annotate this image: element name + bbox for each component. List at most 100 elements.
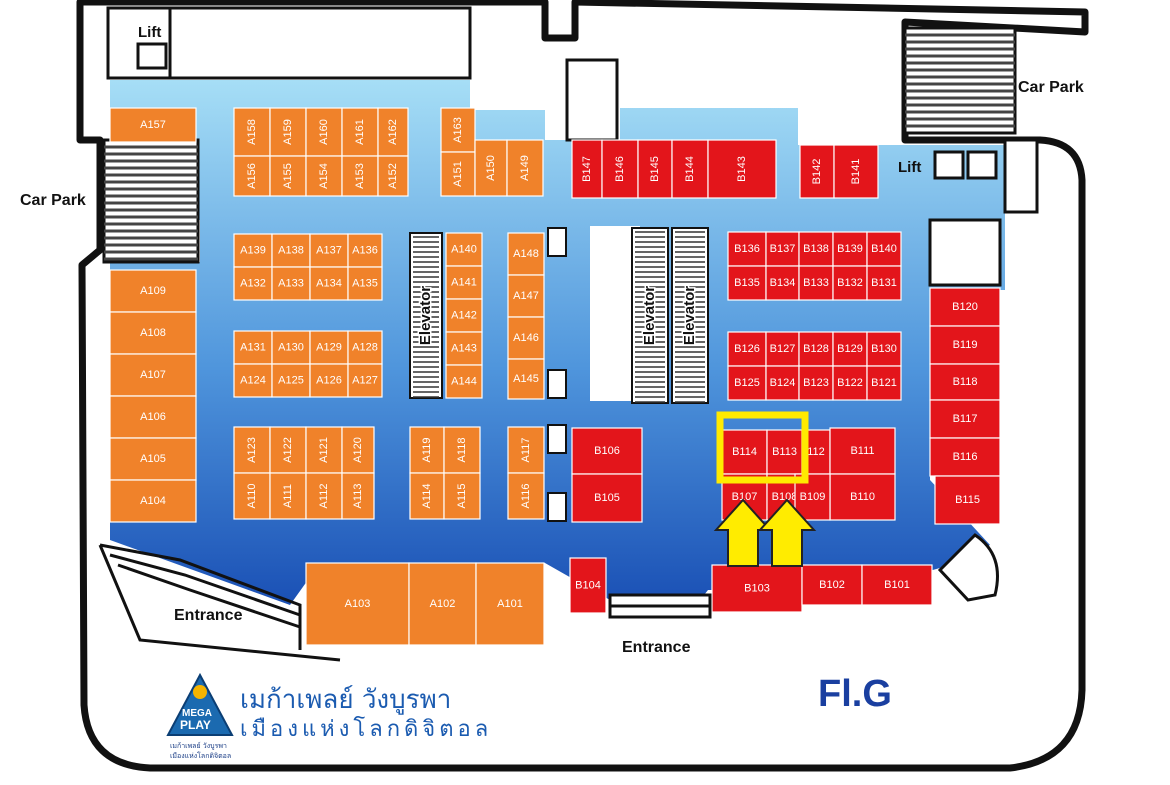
shop-a134[interactable]: A134 [309, 266, 349, 301]
shop-a124[interactable]: A124 [233, 363, 273, 398]
shop-a149[interactable]: A149 [506, 139, 544, 197]
shop-a117[interactable]: A117 [507, 426, 545, 474]
shop-a135[interactable]: A135 [347, 266, 383, 301]
shop-a123[interactable]: A123 [233, 426, 271, 474]
shop-a101[interactable]: A101 [475, 562, 545, 646]
shop-b136[interactable]: B136 [727, 231, 767, 267]
shop-a140[interactable]: A140 [445, 232, 483, 267]
shop-b144[interactable]: B144 [671, 139, 709, 199]
shop-b102[interactable]: B102 [801, 564, 863, 606]
shop-b138[interactable]: B138 [798, 231, 834, 267]
shop-a114[interactable]: A114 [409, 472, 445, 520]
shop-a111[interactable]: A111 [269, 472, 307, 520]
shop-b126[interactable]: B126 [727, 331, 767, 367]
shop-a146[interactable]: A146 [507, 316, 545, 360]
shop-b133[interactable]: B133 [798, 265, 834, 301]
shop-b110[interactable]: B110 [829, 473, 896, 521]
shop-a151[interactable]: A151 [440, 151, 476, 197]
shop-b146[interactable]: B146 [601, 139, 639, 199]
shop-a125[interactable]: A125 [271, 363, 311, 398]
shop-b119[interactable]: B119 [929, 325, 1001, 365]
shop-a152[interactable]: A152 [377, 155, 409, 197]
shop-b115[interactable]: B115 [934, 475, 1001, 525]
shop-a112[interactable]: A112 [305, 472, 343, 520]
shop-a159[interactable]: A159 [269, 107, 307, 157]
shop-a162[interactable]: A162 [377, 107, 409, 157]
shop-a131[interactable]: A131 [233, 330, 273, 365]
shop-a122[interactable]: A122 [269, 426, 307, 474]
shop-b114[interactable]: B114 [721, 429, 768, 475]
shop-a116[interactable]: A116 [507, 472, 545, 520]
shop-b118[interactable]: B118 [929, 363, 1001, 401]
shop-b116[interactable]: B116 [929, 437, 1001, 477]
shop-a110[interactable]: A110 [233, 472, 271, 520]
shop-b128[interactable]: B128 [798, 331, 834, 367]
shop-b135[interactable]: B135 [727, 265, 767, 301]
shop-b101[interactable]: B101 [861, 564, 933, 606]
shop-b134[interactable]: B134 [765, 265, 800, 301]
shop-b113[interactable]: B113 [766, 429, 803, 475]
shop-b103[interactable]: B103 [711, 564, 803, 613]
shop-b122[interactable]: B122 [832, 365, 868, 401]
shop-a144[interactable]: A144 [445, 364, 483, 399]
shop-a145[interactable]: A145 [507, 358, 545, 400]
shop-a148[interactable]: A148 [507, 232, 545, 276]
shop-a127[interactable]: A127 [347, 363, 383, 398]
shop-b117[interactable]: B117 [929, 399, 1001, 439]
shop-a153[interactable]: A153 [341, 155, 379, 197]
shop-a136[interactable]: A136 [347, 233, 383, 268]
shop-a126[interactable]: A126 [309, 363, 349, 398]
shop-a130[interactable]: A130 [271, 330, 311, 365]
shop-b145[interactable]: B145 [637, 139, 673, 199]
shop-b105[interactable]: B105 [571, 473, 643, 523]
shop-a105[interactable]: A105 [109, 437, 197, 481]
shop-a160[interactable]: A160 [305, 107, 343, 157]
shop-b111[interactable]: B111 [829, 427, 896, 475]
shop-a147[interactable]: A147 [507, 274, 545, 318]
shop-b140[interactable]: B140 [866, 231, 902, 267]
shop-a103[interactable]: A103 [305, 562, 410, 646]
shop-b143[interactable]: B143 [707, 139, 777, 199]
shop-a163[interactable]: A163 [440, 107, 476, 153]
shop-b142[interactable]: B142 [799, 144, 835, 199]
shop-b106[interactable]: B106 [571, 427, 643, 475]
shop-a138[interactable]: A138 [271, 233, 311, 268]
shop-a143[interactable]: A143 [445, 331, 483, 366]
shop-b141[interactable]: B141 [833, 144, 879, 199]
shop-a133[interactable]: A133 [271, 266, 311, 301]
shop-b123[interactable]: B123 [798, 365, 834, 401]
shop-a104[interactable]: A104 [109, 479, 197, 523]
shop-a113[interactable]: A113 [341, 472, 375, 520]
shop-a155[interactable]: A155 [269, 155, 307, 197]
shop-b131[interactable]: B131 [866, 265, 902, 301]
shop-b137[interactable]: B137 [765, 231, 800, 267]
shop-a141[interactable]: A141 [445, 265, 483, 300]
shop-a118[interactable]: A118 [443, 426, 481, 474]
shop-a109[interactable]: A109 [109, 269, 197, 313]
shop-b120[interactable]: B120 [929, 287, 1001, 327]
shop-b125[interactable]: B125 [727, 365, 767, 401]
shop-a156[interactable]: A156 [233, 155, 271, 197]
shop-a102[interactable]: A102 [408, 562, 477, 646]
shop-a120[interactable]: A120 [341, 426, 375, 474]
shop-b129[interactable]: B129 [832, 331, 868, 367]
shop-b147[interactable]: B147 [571, 139, 603, 199]
shop-a139[interactable]: A139 [233, 233, 273, 268]
shop-a108[interactable]: A108 [109, 311, 197, 355]
shop-a121[interactable]: A121 [305, 426, 343, 474]
shop-a115[interactable]: A115 [443, 472, 481, 520]
shop-a154[interactable]: A154 [305, 155, 343, 197]
shop-a137[interactable]: A137 [309, 233, 349, 268]
shop-a142[interactable]: A142 [445, 298, 483, 333]
shop-a128[interactable]: A128 [347, 330, 383, 365]
shop-a132[interactable]: A132 [233, 266, 273, 301]
shop-b121[interactable]: B121 [866, 365, 902, 401]
shop-a158[interactable]: A158 [233, 107, 271, 157]
shop-b127[interactable]: B127 [765, 331, 800, 367]
shop-a157[interactable]: A157 [109, 107, 197, 143]
shop-b139[interactable]: B139 [832, 231, 868, 267]
shop-a106[interactable]: A106 [109, 395, 197, 439]
shop-b124[interactable]: B124 [765, 365, 800, 401]
shop-b104[interactable]: B104 [569, 557, 607, 614]
shop-b132[interactable]: B132 [832, 265, 868, 301]
